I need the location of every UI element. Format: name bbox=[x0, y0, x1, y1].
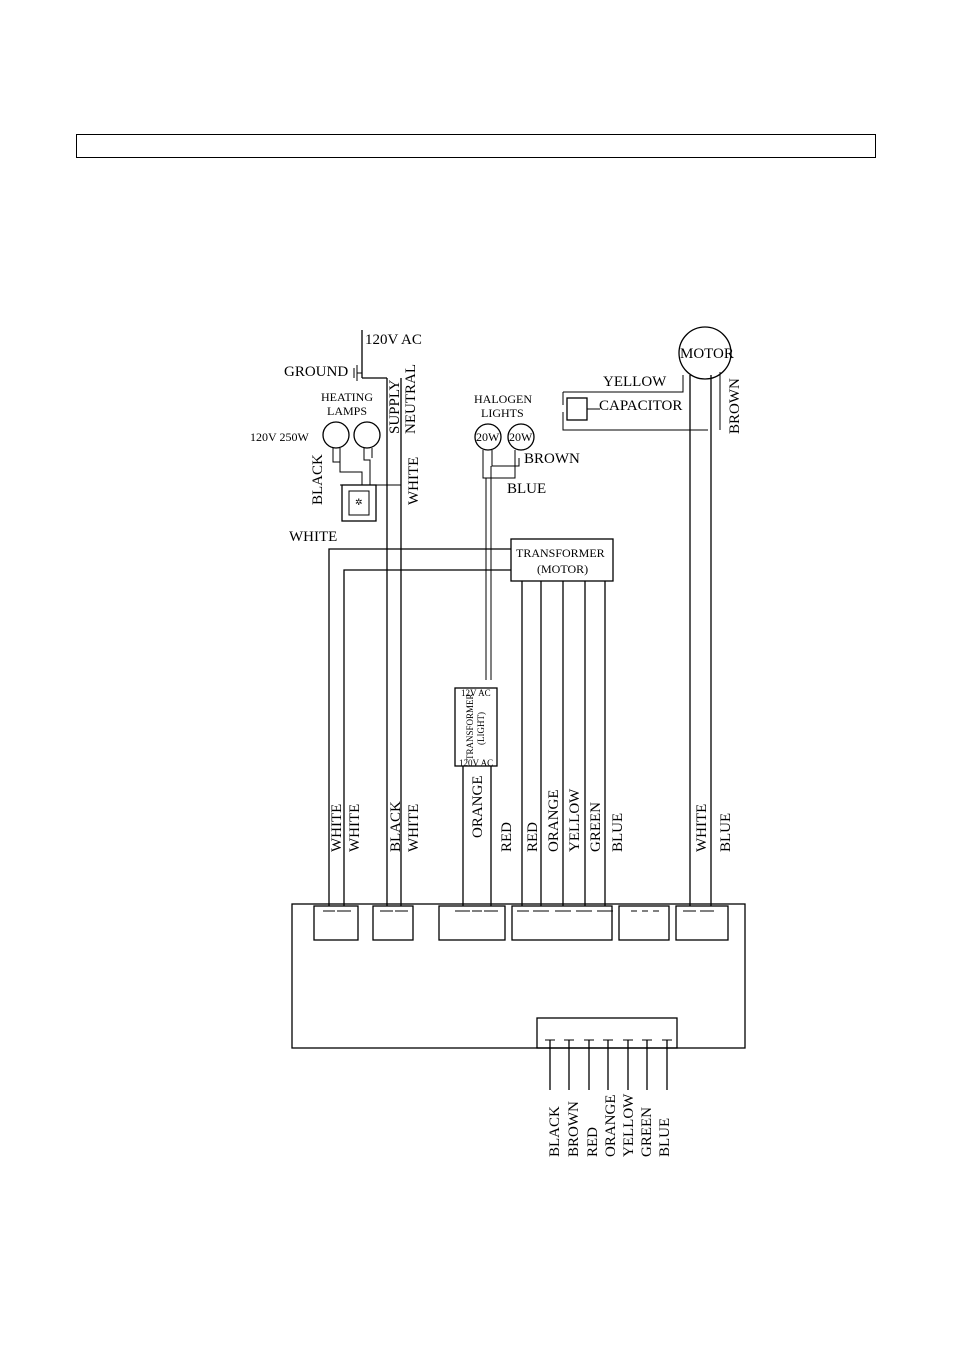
ground-icon bbox=[353, 365, 362, 381]
bottom-wire-label-4: ORANGE bbox=[603, 1095, 619, 1158]
wire-label-1: WHITE bbox=[329, 804, 345, 852]
halogen-lights-label-line2: LIGHTS bbox=[481, 406, 524, 420]
vertical-wire-labels: WHITE WHITE BLACK WHITE ORANGE RED RED O… bbox=[329, 776, 734, 853]
heating-lamp-2 bbox=[353, 421, 381, 449]
motor-label: MOTOR bbox=[680, 346, 734, 362]
white-supply-label: WHITE bbox=[406, 457, 422, 505]
halogen-light-1 bbox=[474, 423, 502, 451]
wire-label-2: WHITE bbox=[347, 804, 363, 852]
wire-label-6: RED bbox=[499, 822, 515, 852]
switch-icon: ✲ bbox=[355, 497, 363, 507]
white-heating-label: WHITE bbox=[289, 529, 337, 545]
connector-2 bbox=[372, 905, 414, 941]
bottom-wire-label-1: BLACK bbox=[547, 1106, 563, 1157]
heating-switch bbox=[341, 484, 377, 522]
halogen-lights-label-line1: HALOGEN bbox=[474, 392, 532, 406]
heating-lamp-1 bbox=[322, 421, 350, 449]
heating-lamp-wiring bbox=[332, 448, 401, 486]
light-transformer-top-label: 12V AC bbox=[461, 688, 491, 698]
heating-lamps-label-line2: LAMPS bbox=[327, 404, 367, 418]
supply-label: SUPPLY bbox=[387, 379, 403, 434]
wire-label-13: BLUE bbox=[718, 813, 734, 852]
connector-3 bbox=[438, 905, 506, 941]
motor-brown-label: BROWN bbox=[727, 378, 743, 434]
transformer-white-wire-1 bbox=[328, 548, 511, 906]
capacitor-wiring bbox=[562, 375, 708, 431]
halogen-wiring bbox=[482, 450, 520, 680]
control-board bbox=[291, 903, 746, 1049]
transformer-white-wire-2 bbox=[343, 569, 511, 906]
halogen-rating-2-label: 20W bbox=[509, 430, 533, 444]
transformer-output-wires bbox=[521, 581, 606, 906]
connector-4 bbox=[511, 905, 613, 941]
bottom-connector bbox=[536, 1017, 678, 1049]
motor-transformer bbox=[510, 538, 614, 582]
bottom-wire-labels: BLACK BROWN RED ORANGE YELLOW GREEN BLUE bbox=[547, 1093, 673, 1157]
bottom-wire-label-2: BROWN bbox=[566, 1101, 582, 1157]
halogen-brown-label: BROWN bbox=[524, 451, 580, 467]
ground-label: GROUND bbox=[284, 364, 348, 380]
motor-transformer-label-line1: TRANSFORMER bbox=[516, 546, 605, 560]
connector-6 bbox=[675, 905, 729, 941]
motor-transformer-label-line2: (MOTOR) bbox=[537, 562, 588, 576]
wire-label-12: WHITE bbox=[694, 804, 710, 852]
wire-label-11: BLUE bbox=[610, 813, 626, 852]
neutral-label: NEUTRAL bbox=[403, 364, 419, 434]
bottom-wire-label-7: BLUE bbox=[657, 1118, 673, 1157]
wire-label-3: BLACK bbox=[388, 801, 404, 852]
bottom-wires bbox=[549, 1040, 668, 1090]
motor bbox=[678, 326, 732, 380]
wire-label-10: GREEN bbox=[588, 802, 604, 852]
bottom-wire-label-3: RED bbox=[585, 1127, 601, 1157]
wire-label-7: RED bbox=[525, 822, 541, 852]
wire-label-9: YELLOW bbox=[567, 788, 583, 852]
light-transformer-bottom-label: 120V AC bbox=[459, 758, 493, 768]
bottom-wire-label-6: GREEN bbox=[639, 1107, 655, 1157]
light-transformer-name-line1: TRANSFORMER bbox=[465, 693, 475, 760]
wire-label-8: ORANGE bbox=[546, 790, 562, 853]
heating-lamp-rating-label: 120V 250W bbox=[250, 430, 309, 444]
capacitor bbox=[566, 397, 588, 421]
bottom-wire-label-5: YELLOW bbox=[621, 1093, 637, 1157]
halogen-light-2 bbox=[507, 423, 535, 451]
halogen-rating-1-label: 20W bbox=[476, 430, 500, 444]
supply-voltage-label: 120V AC bbox=[365, 332, 422, 348]
connector-5 bbox=[618, 905, 670, 941]
wire-label-4: WHITE bbox=[406, 804, 422, 852]
capacitor-label: CAPACITOR bbox=[599, 398, 682, 414]
light-transformer-leads bbox=[462, 766, 492, 906]
connector-1 bbox=[313, 905, 359, 941]
halogen-blue-label: BLUE bbox=[507, 481, 546, 497]
wire-label-5: ORANGE bbox=[470, 776, 486, 839]
heating-lamps-label-line1: HEATING bbox=[321, 390, 373, 404]
header-box bbox=[76, 134, 876, 158]
light-transformer-name-line2: (LIGHT) bbox=[476, 712, 486, 745]
black-heating-label: BLACK bbox=[310, 454, 326, 505]
heating-switch-inner bbox=[348, 490, 370, 516]
light-transformer bbox=[454, 687, 498, 767]
yellow-motor-label: YELLOW bbox=[603, 374, 667, 390]
